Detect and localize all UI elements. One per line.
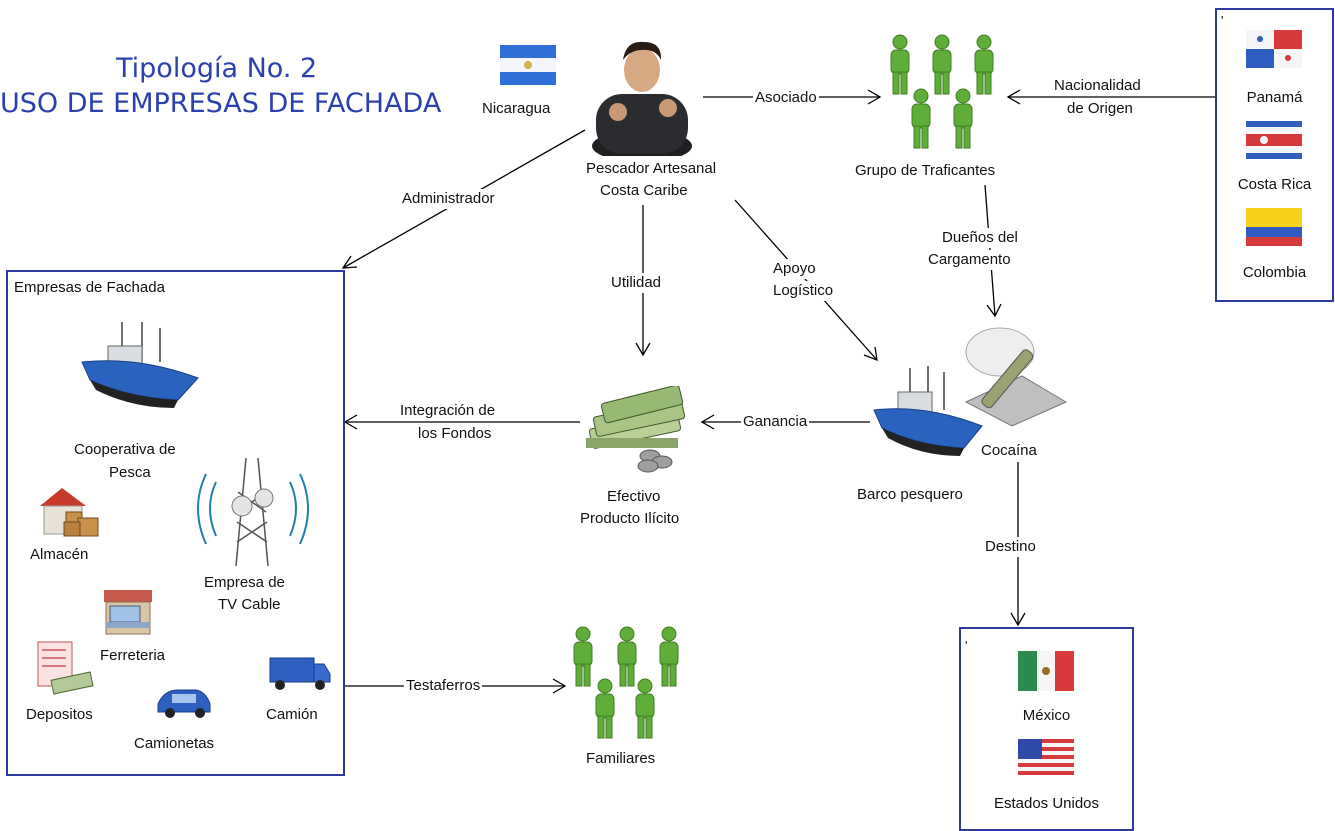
nicaragua-flag-icon	[500, 45, 556, 85]
shell-companies-panel: Empresas de Fachada Cooperativa de Pesca…	[6, 270, 345, 776]
fishing-cooperative-ship-icon	[81, 322, 199, 408]
edge-label-utilidad: Utilidad	[609, 273, 664, 293]
cooperativa-label-2: Pesca	[109, 464, 151, 481]
cocaine-drug-icon	[964, 327, 1068, 427]
cooperativa-label-1: Cooperativa de	[74, 441, 176, 458]
origin-countries-panel: ' Panamá Costa Rica Colombia	[1215, 8, 1334, 302]
deposit-receipt-icon	[37, 641, 94, 695]
traffickers-group-icon	[890, 34, 994, 149]
destination-countries-panel: ' México Estados Unidos	[959, 627, 1134, 831]
pescador-label-2: Costa Caribe	[600, 182, 688, 199]
cocaina-label: Cocaína	[981, 442, 1037, 459]
diagram-title-line1: Tipología No. 2	[116, 53, 318, 84]
origin-country-colombia: Colombia	[1242, 264, 1307, 281]
efectivo-label-2: Producto Ilícito	[580, 510, 680, 527]
origin-country-panama: Panamá	[1246, 89, 1303, 106]
mexico-flag-icon	[1018, 651, 1074, 691]
edge-label-ganancia: Ganancia	[741, 412, 810, 432]
origin-panel-mark: '	[1221, 13, 1224, 28]
edge-label-duenos-1: Dueños del	[940, 228, 1020, 248]
almacen-label: Almacén	[30, 546, 89, 563]
depositos-label: Depositos	[26, 706, 93, 723]
cable-tv-tower-icon	[197, 457, 309, 567]
destination-panel-mark: '	[965, 638, 968, 653]
panama-flag-icon	[1246, 30, 1302, 68]
pescador-label-1: Pescador Artesanal	[586, 160, 717, 177]
family-members-group-icon	[573, 626, 679, 739]
edge-apoyo-line	[734, 199, 878, 361]
destination-country-usa: Estados Unidos	[993, 795, 1100, 812]
suv-car-icon	[157, 689, 211, 718]
cash-money-icon	[586, 386, 686, 473]
efectivo-label-1: Efectivo	[607, 488, 661, 505]
ferreteria-label: Ferreteria	[100, 647, 166, 664]
fishing-boat-icon	[873, 366, 983, 456]
nicaragua-label: Nicaragua	[482, 100, 551, 117]
warehouse-icon	[40, 488, 99, 537]
familiares-label: Familiares	[586, 750, 656, 767]
colombia-flag-icon	[1246, 208, 1302, 246]
camion-label: Camión	[266, 706, 318, 723]
costa-rica-flag-icon	[1246, 121, 1302, 159]
edge-label-asociado: Asociado	[753, 88, 819, 108]
edge-label-apoyo-2: Logístico	[771, 281, 836, 301]
traficantes-label: Grupo de Traficantes	[855, 162, 996, 179]
origin-country-costa-rica: Costa Rica	[1237, 176, 1312, 193]
truck-icon	[269, 657, 331, 690]
camionetas-label: Camionetas	[134, 735, 215, 752]
edge-label-integracion-1: Integración de	[398, 401, 498, 421]
tv-cable-label-1: Empresa de	[204, 574, 285, 591]
destination-country-mexico: México	[1022, 707, 1071, 724]
edge-label-destino: Destino	[983, 537, 1038, 557]
hardware-store-icon	[104, 590, 152, 635]
edge-label-apoyo-1: Apoyo	[771, 259, 818, 279]
edge-label-integracion-2: los Fondos	[416, 424, 494, 444]
edge-label-duenos-2: Cargamento	[926, 250, 1013, 270]
diagram-title-line2: USO DE EMPRESAS DE FACHADA	[0, 88, 442, 119]
usa-flag-icon	[1018, 739, 1074, 775]
barco-label: Barco pesquero	[857, 486, 963, 503]
edge-label-nacionalidad-1: Nacionalidad	[1052, 76, 1143, 96]
tv-cable-label-2: TV Cable	[218, 596, 281, 613]
edge-label-nacionalidad-2: de Origen	[1065, 99, 1135, 119]
shell-companies-title: Empresas de Fachada	[14, 279, 165, 296]
edge-label-testaferros: Testaferros	[404, 676, 483, 696]
fisherman-person-icon	[592, 41, 692, 156]
edge-label-administrador: Administrador	[400, 189, 497, 209]
